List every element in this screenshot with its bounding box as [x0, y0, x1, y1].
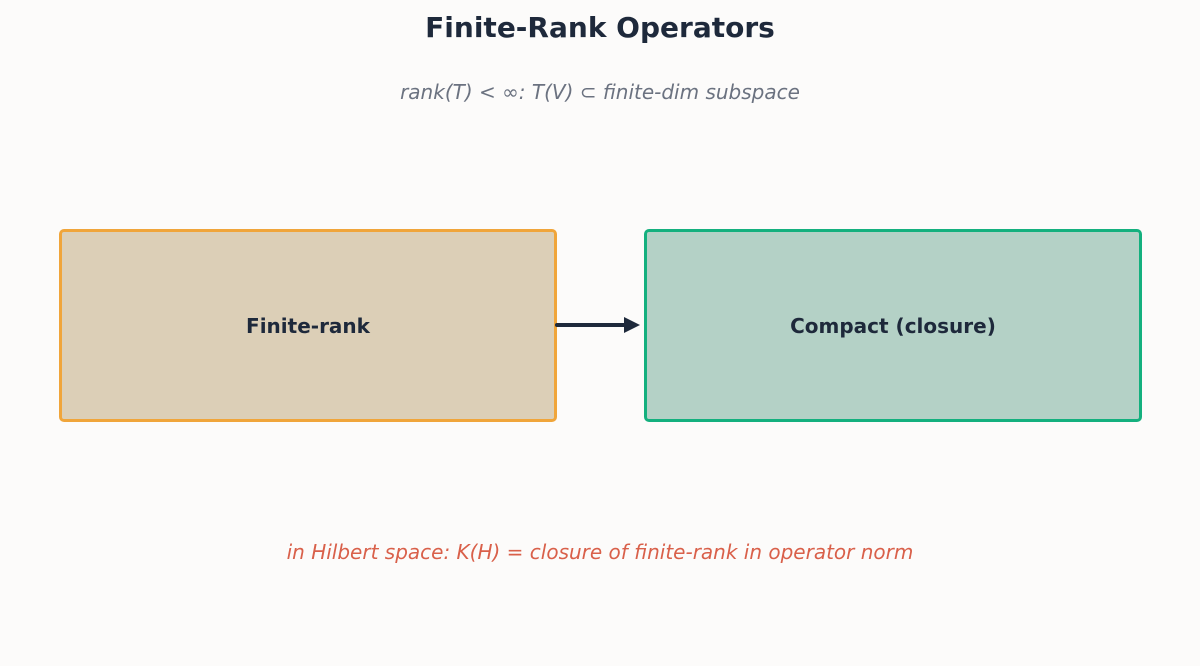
compact-label: Compact (closure)	[790, 313, 996, 338]
arrow-head	[624, 317, 640, 333]
finite-rank-node: Finite-rank	[59, 229, 557, 422]
diagram-subtitle: rank(T) < ∞: T(V) ⊂ finite-dim subspace	[400, 80, 800, 104]
compact-node: Compact (closure)	[644, 229, 1142, 422]
finite-rank-label: Finite-rank	[246, 313, 370, 338]
hilbert-space-note: in Hilbert space: K(H) = closure of fini…	[286, 540, 914, 564]
diagram-title: Finite-Rank Operators	[425, 11, 775, 44]
